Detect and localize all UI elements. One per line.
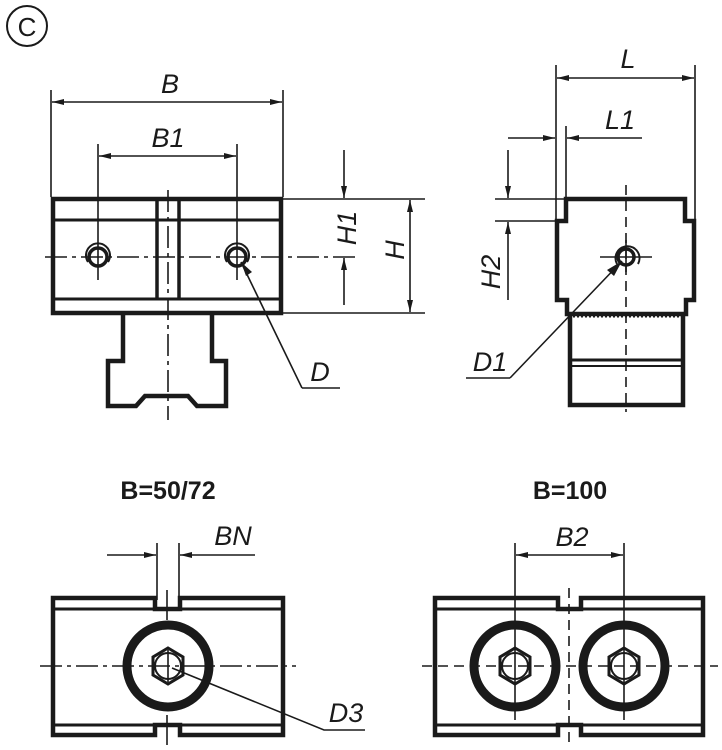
front-hole-right xyxy=(224,242,250,268)
dim-d-label: D xyxy=(310,357,330,387)
top-double-screw-right xyxy=(578,620,670,712)
dim-d-leader xyxy=(240,261,303,389)
front-body-outline xyxy=(50,196,284,316)
dim-d3-label: D3 xyxy=(329,698,364,728)
front-center-slot xyxy=(155,199,181,299)
top-view-single: B=50/72 BN D3 xyxy=(40,477,365,745)
dim-b-label: B xyxy=(161,69,179,99)
top-single-header: B=50/72 xyxy=(120,477,215,505)
top-single-screw xyxy=(122,620,214,712)
dim-d3-leader xyxy=(171,667,365,731)
dim-l-label: L xyxy=(620,44,635,74)
top-view-double: B=100 B2 xyxy=(422,477,718,748)
front-view: B B1 H1 H xyxy=(45,69,425,420)
side-hole xyxy=(600,240,652,272)
top-double-screw-left xyxy=(469,620,561,712)
dim-l1-label: L1 xyxy=(605,105,635,135)
front-t-nut xyxy=(105,313,229,409)
variant-badge: C xyxy=(6,5,48,47)
dim-d1-label: D1 xyxy=(473,347,508,377)
dim-b2-label: B2 xyxy=(555,522,588,552)
variant-badge-label: C xyxy=(18,12,37,42)
dim-h2-label: H2 xyxy=(476,255,506,290)
dim-d1-leader xyxy=(509,260,623,379)
top-double-header: B=100 xyxy=(533,477,607,505)
dim-h1-label: H1 xyxy=(332,211,362,246)
dim-bn-label: BN xyxy=(214,521,252,551)
side-body-outline xyxy=(554,196,697,317)
side-view: L L1 H2 D1 xyxy=(466,44,697,412)
dim-b1-label: B1 xyxy=(151,123,184,153)
front-hole-left xyxy=(85,242,111,268)
dim-h-label: H xyxy=(380,240,410,260)
